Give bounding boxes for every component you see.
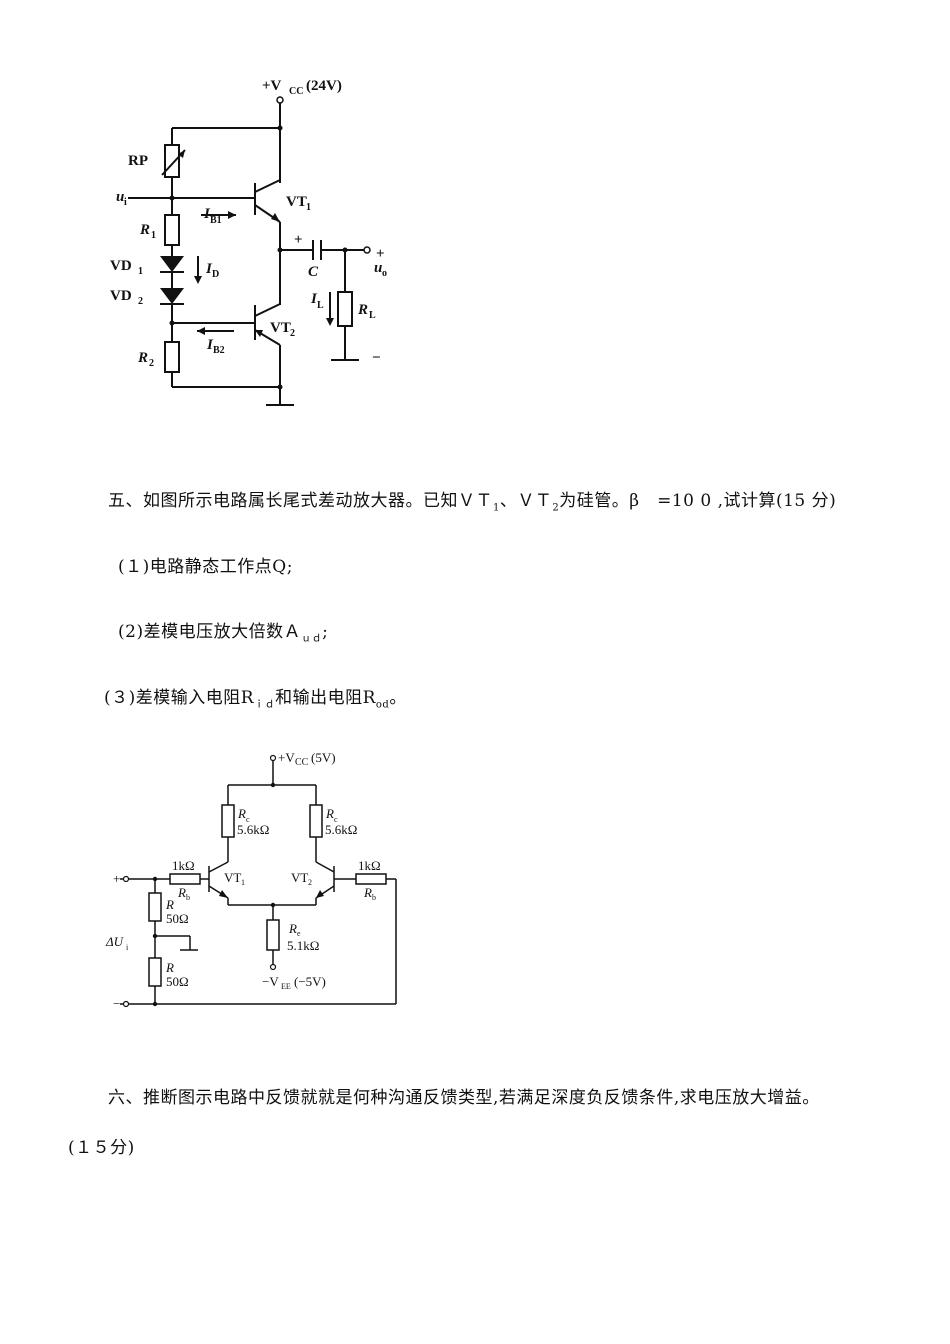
c1-r2-sub: 2 (149, 358, 154, 369)
c1-ib1-sub: B1 (210, 215, 222, 226)
c1-ui-sub: i (124, 197, 127, 208)
c2-rc-right-val: 5.6kΩ (325, 822, 357, 837)
c2-rb-right-sub: b (372, 893, 376, 902)
circuit-diagram-1: +V CC (24V) RP u i R 1 I B1 VD 1 I D VD … (110, 78, 387, 406)
q5-title-mid: 、ＶＴ (499, 491, 553, 511)
c2-r-bot: R (165, 960, 174, 975)
c2-vee-sub: EE (281, 982, 291, 991)
c1-out-minus: − (372, 350, 381, 366)
q5-item3-mid: 和输出电阻R (275, 688, 376, 708)
c1-out-plus: + (376, 246, 385, 262)
c1-vd2-label: VD (110, 288, 132, 304)
c2-rc-left-sub: c (246, 815, 250, 824)
c2-r-top-val: 50Ω (166, 911, 189, 926)
c1-cap-plus: + (294, 232, 303, 248)
c2-dui-sub: i (126, 943, 129, 952)
c2-re: R (288, 921, 297, 936)
c1-vt1-sub: 1 (306, 202, 311, 213)
c2-rb-left-sub: b (186, 893, 190, 902)
c2-vcc-sub: CC (295, 757, 309, 768)
c1-ib1-label: I (203, 206, 211, 222)
c1-vt2-sub: 2 (290, 328, 295, 339)
c1-cap-label: C (308, 264, 319, 280)
q5-item3-end: 。 (389, 688, 407, 708)
c1-vcc-value: (24V) (306, 78, 342, 94)
c1-rl-sub: L (369, 310, 376, 321)
c1-r2-label: R (137, 350, 148, 366)
c1-rp-label: RP (128, 153, 148, 169)
q5-title-main: 五、如图所示电路属长尾式差动放大器。已知ＶＴ (108, 491, 493, 511)
q5-item3-main: (３)差模输入电阻R (104, 688, 255, 708)
question6-line1: 六、推断图示电路中反馈就就是何种沟通反馈类型,若满足深度负反馈条件,求电压放大增… (108, 1088, 820, 1108)
question5-item2: (2)差模电压放大倍数Ａｕｄ; (118, 617, 328, 644)
c1-id-sub: D (212, 269, 219, 280)
c2-vee-label: −V (262, 974, 279, 989)
c1-vd1-sub: 1 (138, 266, 143, 277)
c1-vcc-sub: CC (289, 86, 303, 97)
c2-vt1: VT (224, 870, 241, 885)
q5-item3-sub1: ｉｄ (254, 699, 276, 711)
c2-vcc-label: +V (278, 750, 295, 765)
c2-re-val: 5.1kΩ (287, 938, 319, 953)
c2-minus: − (113, 996, 120, 1011)
c1-ui-label: u (116, 189, 124, 205)
c1-vt2-label: VT (270, 320, 291, 336)
c1-il-label: I (310, 291, 318, 307)
c2-rc-right: R (325, 806, 334, 821)
c2-plus: + (113, 871, 120, 886)
c1-vcc-label: +V (262, 78, 282, 94)
c1-ib2-sub: B2 (213, 345, 225, 356)
c2-r-bot-val: 50Ω (166, 974, 189, 989)
circuit-diagram-2: +V CC (5V) R c 5.6kΩ R c 5.6kΩ 1kΩ R b 1… (105, 750, 397, 1011)
c2-rc-left: R (237, 806, 246, 821)
q5-item3-sub2: od (375, 699, 390, 711)
c1-rl-label: R (357, 302, 368, 318)
c2-rb-left: R (177, 885, 186, 900)
c1-r1-sub: 1 (151, 230, 156, 241)
c1-vt1-label: VT (286, 194, 307, 210)
c1-id-label: I (205, 261, 213, 277)
question5-title: 五、如图所示电路属长尾式差动放大器。已知ＶＴ1、ＶＴ2为硅管。β =10 0 ,… (108, 486, 836, 513)
c1-il-sub: L (317, 300, 324, 311)
c2-vee-value: (−5V) (294, 974, 326, 989)
question5-item1: (１)电路静态工作点Q; (118, 557, 293, 577)
c2-r-top: R (165, 897, 174, 912)
c2-vt2: VT (291, 870, 308, 885)
c2-rb-left-val: 1kΩ (172, 858, 195, 873)
q5-title-sub2: 2 (552, 502, 560, 514)
c2-dui: ΔU (105, 934, 125, 949)
c2-rc-right-sub: c (334, 815, 338, 824)
c1-r1-label: R (139, 222, 150, 238)
c2-rb-right-val: 1kΩ (358, 858, 381, 873)
c2-rc-left-val: 5.6kΩ (237, 822, 269, 837)
c2-re-sub: e (297, 929, 301, 938)
q5-title-end: 为硅管。β =10 0 ,试计算(15 分) (559, 491, 837, 511)
c2-vt1-sub: 1 (241, 878, 245, 887)
question6-line2: (１５分) (68, 1138, 135, 1158)
q5-item2-end: ; (322, 622, 329, 642)
q5-item2-sub: ｕｄ (301, 633, 323, 645)
c1-vd2-sub: 2 (138, 296, 143, 307)
q5-item2-main: (2)差模电压放大倍数Ａ (118, 622, 302, 642)
c2-vcc-value: (5V) (311, 750, 336, 765)
c1-vd1-label: VD (110, 258, 132, 274)
question5-item3: (３)差模输入电阻Rｉｄ和输出电阻Rod。 (104, 683, 407, 710)
c1-uo-sub: o (382, 268, 387, 279)
c1-ib2-label: I (206, 337, 214, 353)
c2-rb-right: R (363, 885, 372, 900)
c1-uo-label: u (374, 260, 382, 276)
c2-vt2-sub: 2 (308, 878, 312, 887)
q5-title-sub1: 1 (493, 502, 500, 514)
